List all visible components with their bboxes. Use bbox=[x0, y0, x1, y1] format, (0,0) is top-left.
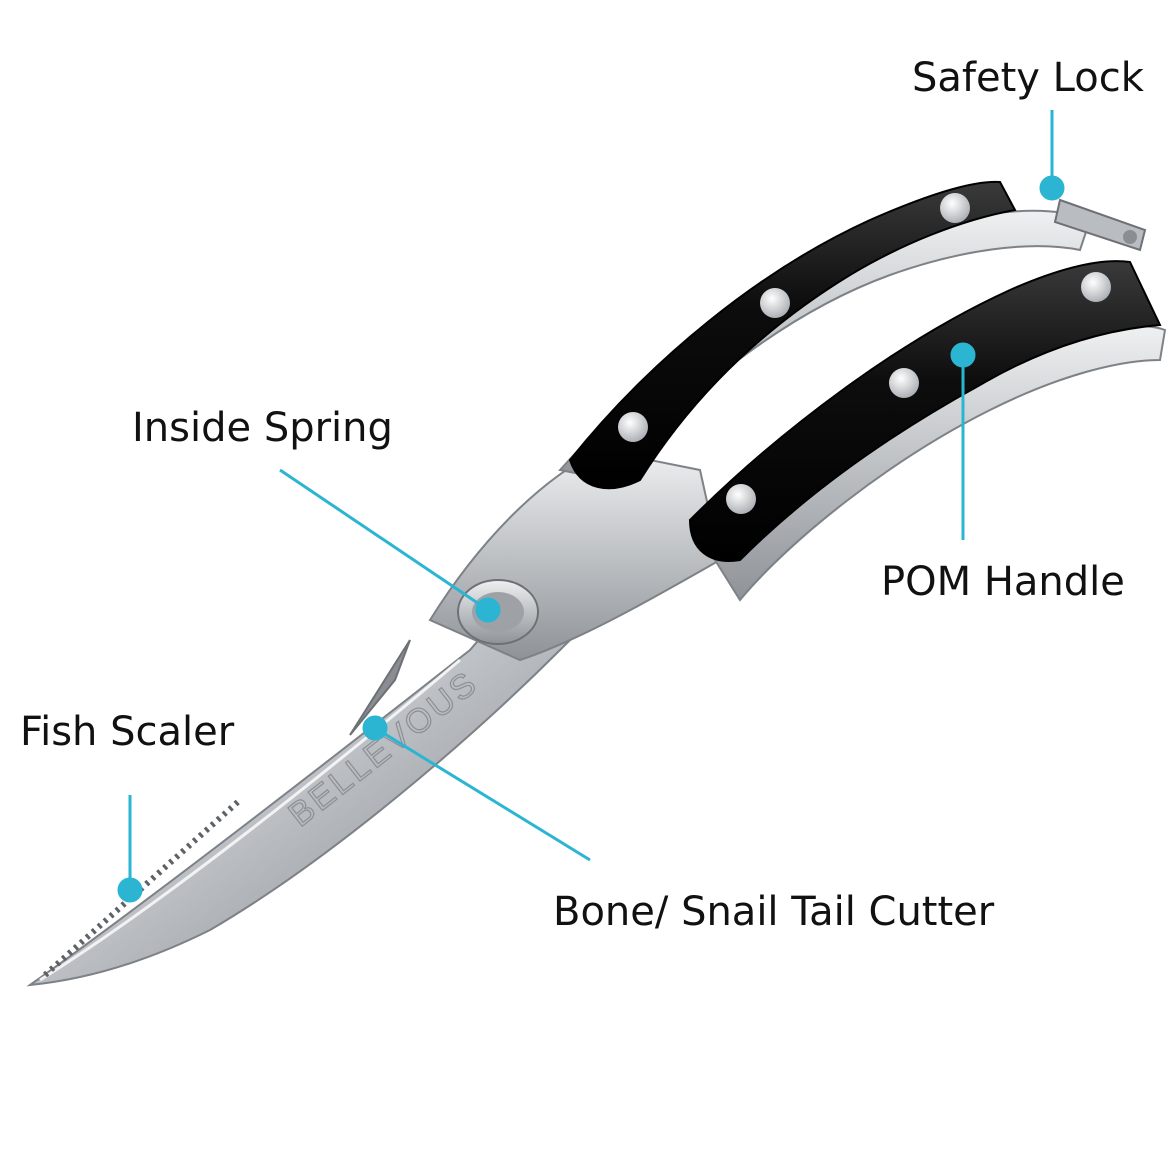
bone-cutter-label: Bone/ Snail Tail Cutter bbox=[553, 889, 995, 935]
rivet-icon bbox=[889, 368, 919, 398]
rivet-icon bbox=[940, 193, 970, 223]
safety-lock-label: Safety Lock bbox=[912, 55, 1144, 101]
blade bbox=[26, 538, 652, 987]
safety-lock bbox=[1053, 198, 1147, 252]
rivet-icon bbox=[760, 288, 790, 318]
rivet-icon bbox=[1081, 272, 1111, 302]
fish-scaler-label: Fish Scaler bbox=[20, 709, 235, 755]
rivet-icon bbox=[618, 412, 648, 442]
inside-spring-label: Inside Spring bbox=[132, 405, 393, 451]
callout-lines bbox=[117, 110, 1065, 903]
upper-pom-handle bbox=[568, 180, 1017, 490]
lower-pom-handle bbox=[688, 260, 1162, 562]
rivet-icon bbox=[726, 484, 756, 514]
pom-handle-label: POM Handle bbox=[881, 559, 1125, 605]
